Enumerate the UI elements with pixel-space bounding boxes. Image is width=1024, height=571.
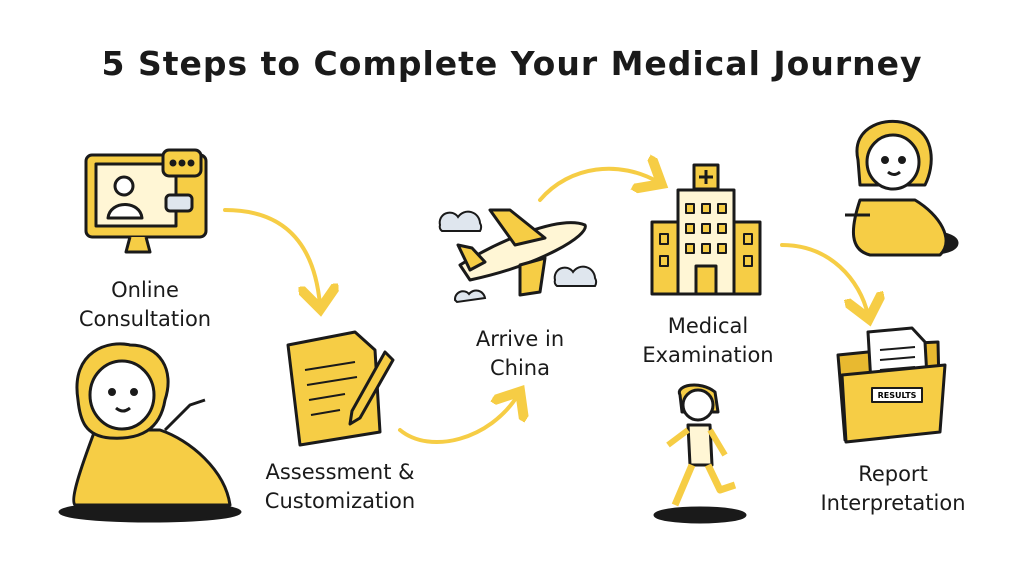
step-assessment-customization: Assessment & Customization [240, 458, 440, 516]
step-arrive-in-china: Arrive in China [420, 325, 620, 383]
results-folder-icon [836, 326, 947, 444]
step-label: Online [111, 278, 179, 302]
running-girl-illustration [653, 383, 747, 524]
step-report-interpretation: Report Interpretation [793, 460, 993, 518]
results-tag: RESULTS [878, 391, 917, 400]
cloud-icon [438, 210, 598, 304]
step-label: Assessment & [265, 460, 415, 484]
step-label: Arrive in [475, 327, 565, 351]
computer-video-call-icon [84, 148, 208, 254]
step-label: Customization [264, 489, 416, 513]
step-label: China [490, 356, 550, 380]
arrow-2 [398, 395, 518, 445]
step-label: Consultation [78, 307, 212, 331]
arrow-1 [223, 208, 320, 305]
step-medical-examination: Medical Examination [608, 312, 808, 370]
arrow-4 [780, 243, 868, 315]
airplane-icon [456, 208, 587, 297]
step-label: Examination [642, 343, 774, 367]
sitting-girl-illustration [845, 119, 959, 257]
page-title: 5 Steps to Complete Your Medical Journey [101, 44, 923, 83]
step-label: Report [858, 462, 928, 486]
arrow-3 [538, 169, 658, 202]
hospital-icon [650, 163, 762, 296]
step-label: Interpretation [820, 491, 966, 515]
sitting-girl-illustration [58, 342, 242, 523]
document-pen-icon [286, 330, 395, 447]
step-label: Medical [667, 314, 749, 338]
step-online-consultation: Online Consultation [45, 276, 245, 334]
